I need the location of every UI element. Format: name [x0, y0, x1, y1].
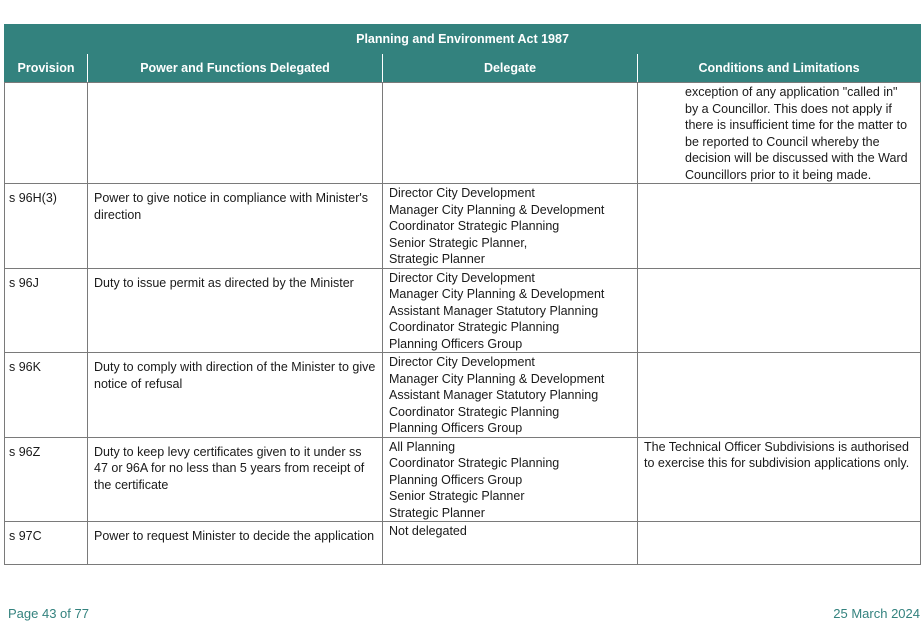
delegate-item: Coordinator Strategic Planning [389, 320, 560, 334]
delegate-item: Assistant Manager Statutory Planning [389, 388, 599, 402]
delegate-item: Planning Officers Group [389, 472, 523, 487]
delegate-item: Director City Development [389, 270, 535, 285]
provision-cell: s 96H(3) [4, 183, 88, 269]
provision-cell: s 97C [4, 521, 88, 565]
delegation-table: Planning and Environment Act 1987 Provis… [3, 24, 922, 565]
delegate-item: Senior Strategic Planner, [389, 235, 528, 250]
conditions-cell [636, 521, 922, 565]
header-conditions: Conditions and Limitations [636, 53, 922, 83]
conditions-cell [636, 352, 922, 438]
header-delegate: Delegate [382, 53, 638, 83]
table-header-row: Provision Power and Functions Delegated … [4, 53, 922, 83]
power-cell: Power to give notice in compliance with … [87, 183, 383, 269]
conditions-cell [636, 267, 922, 353]
power-cell: Duty to keep levy certificates given to … [87, 436, 383, 522]
power-cell: Duty to issue permit as directed by the … [87, 267, 383, 353]
delegate-item: Coordinator Strategic Planning [389, 219, 560, 233]
delegate-item: Assistant Manager Statutory Planning [389, 303, 599, 318]
delegate-item: Director City Development [389, 355, 535, 369]
page-number: Page 43 of 77 [8, 606, 89, 621]
delegate-item: Coordinator Strategic Planning [389, 404, 560, 419]
header-power: Power and Functions Delegated [87, 53, 383, 83]
table-row: s 96Z Duty to keep levy certificates giv… [4, 436, 922, 522]
conditions-cell: exception of any application "called in"… [636, 82, 922, 184]
provision-cell: s 96J [4, 267, 88, 353]
table-row: s 97C Power to request Minister to decid… [4, 521, 922, 565]
delegate-cell [382, 82, 638, 184]
document-date: 25 March 2024 [833, 606, 920, 621]
header-provision: Provision [4, 53, 88, 83]
provision-cell: s 96K [4, 352, 88, 438]
power-cell: Duty to comply with direction of the Min… [87, 352, 383, 438]
power-cell [87, 82, 383, 184]
table-row: s 96H(3) Power to give notice in complia… [4, 183, 922, 269]
delegate-item: All Planning [389, 439, 456, 454]
table-row: exception of any application "called in"… [4, 82, 922, 184]
delegate-item: Manager City Planning & Development [389, 287, 605, 301]
table-row: s 96K Duty to comply with direction of t… [4, 352, 922, 438]
conditions-cell [636, 183, 922, 269]
table-title: Planning and Environment Act 1987 [3, 24, 922, 54]
table-row: s 96J Duty to issue permit as directed b… [4, 267, 922, 353]
delegate-item: Manager City Planning & Development [389, 202, 605, 217]
delegate-item: Manager City Planning & Development [389, 371, 605, 386]
provision-cell: s 96Z [4, 436, 88, 522]
delegate-item: Director City Development [389, 186, 535, 200]
delegate-item: Strategic Planner [389, 505, 485, 520]
delegate-item: Not delegated [389, 524, 467, 538]
delegate-item: Senior Strategic Planner [389, 489, 525, 503]
provision-cell [4, 82, 88, 184]
power-cell: Power to request Minister to decide the … [87, 521, 383, 565]
delegate-item: Planning Officers Group [389, 421, 523, 435]
delegate-cell: Not delegated [382, 521, 638, 565]
conditions-cell: The Technical Officer Subdivisions is au… [636, 436, 922, 522]
delegate-item: Strategic Planner [389, 252, 485, 266]
delegate-item: Planning Officers Group [389, 336, 523, 351]
delegate-item: Coordinator Strategic Planning [389, 456, 560, 470]
table-title-row: Planning and Environment Act 1987 [3, 24, 922, 54]
